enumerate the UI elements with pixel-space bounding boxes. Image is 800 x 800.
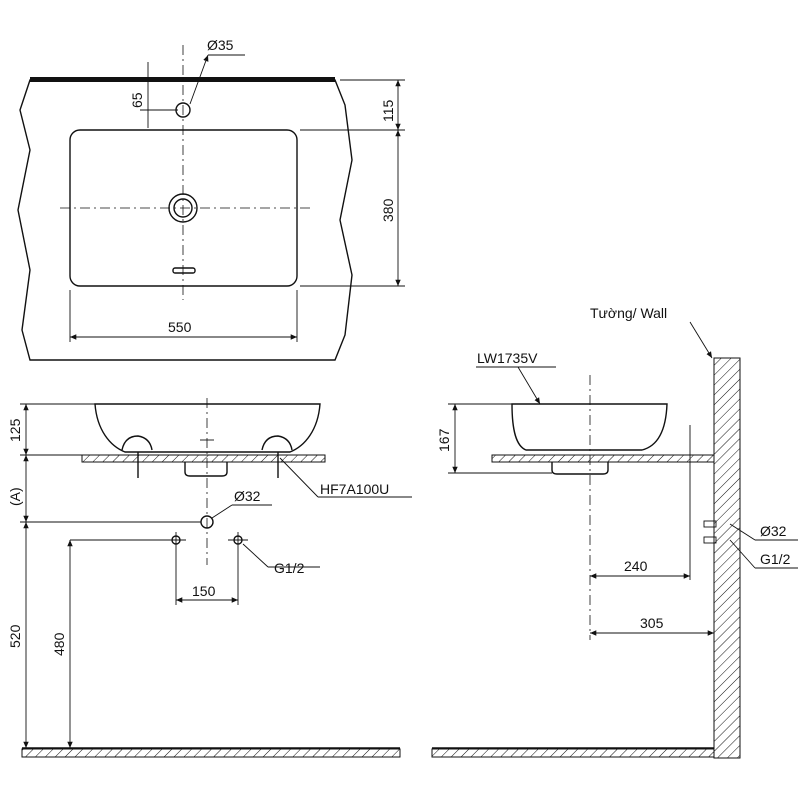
overflow-slot <box>172 267 196 274</box>
dim-520: 520 <box>7 624 23 648</box>
wall-section <box>713 357 741 759</box>
dim-label-a: (A) <box>7 487 23 506</box>
drain-body <box>184 462 228 477</box>
dim-supply-spacing: 150 <box>192 583 216 599</box>
dim-480: 480 <box>51 632 67 656</box>
dim-hole-offset: 65 <box>129 92 145 108</box>
bracket-left <box>121 435 153 451</box>
drain-inner <box>173 198 193 218</box>
drain-outer <box>168 193 198 223</box>
counter-outline <box>17 79 353 361</box>
countertop-side-section <box>491 454 715 463</box>
top-view: Ø35 65 115 380 550 <box>17 37 405 361</box>
model-label: LW1735V <box>477 350 538 366</box>
basin-side-outline <box>511 403 668 451</box>
basin-front-outline <box>94 403 321 453</box>
bracket-right <box>261 435 293 451</box>
wall-label: Tường/ Wall <box>590 305 667 321</box>
dim-side-height: 167 <box>436 428 452 452</box>
supply-thread-label: G1/2 <box>274 560 305 576</box>
side-supply-thread: G1/2 <box>760 551 791 567</box>
supply-pipe-side <box>703 536 717 544</box>
hole-leader <box>189 54 209 105</box>
dim-width: 550 <box>168 319 192 335</box>
waste-part-label: HF7A100U <box>320 481 389 497</box>
side-waste-diameter: Ø32 <box>760 523 787 539</box>
side-view: Tường/ Wall LW1735V 167 Ø32 G1/2 240 305 <box>431 305 798 759</box>
wall-edge-top <box>30 77 335 82</box>
dim-front-height: 125 <box>7 418 23 442</box>
front-view: 125 (A) HF7A100U Ø32 G1/2 150 480 520 <box>7 398 412 758</box>
waste-diameter-label: Ø32 <box>234 488 261 504</box>
countertop-section <box>81 454 326 463</box>
dim-depth: 380 <box>380 198 396 222</box>
dim-305: 305 <box>640 615 664 631</box>
dim-back: 115 <box>380 99 396 122</box>
dim-240: 240 <box>624 558 648 574</box>
hole-diameter-label: Ø35 <box>207 37 234 53</box>
waste-pipe-side <box>703 520 717 528</box>
